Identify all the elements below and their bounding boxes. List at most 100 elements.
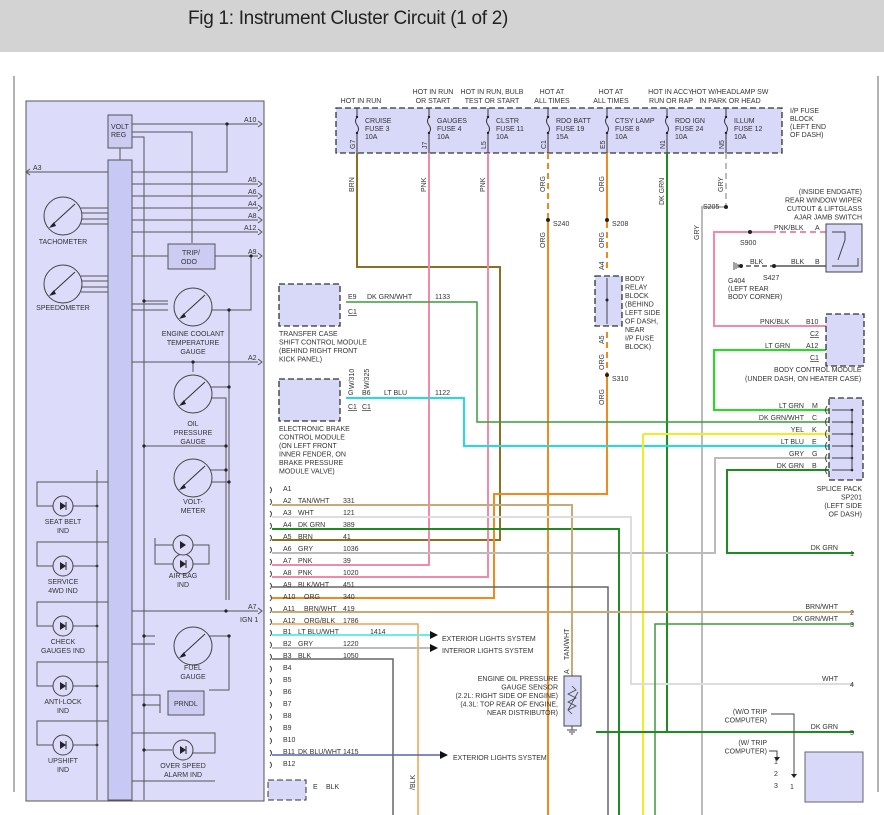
pin-id: A3 xyxy=(283,510,292,517)
vlabel-org-4: ORG xyxy=(599,232,606,248)
trip-odo-label-1: TRIP/ xyxy=(182,250,200,257)
splice-wire-color: DK GRN/WHT xyxy=(759,415,805,422)
splice-wire-color: YEL xyxy=(791,427,804,434)
gauge-needle-tip xyxy=(179,652,186,658)
pin-id: B4 xyxy=(283,665,292,672)
gauge-needle-icon xyxy=(180,633,206,657)
gauge-needle-tip xyxy=(179,400,186,406)
gauge-label: FUEL xyxy=(184,665,202,672)
gauge-needle-icon xyxy=(180,381,206,405)
splice-wire-color: GRY xyxy=(789,451,804,458)
relay-label-line: LEFT SIDE xyxy=(625,310,661,317)
fuse-dot xyxy=(724,115,728,119)
connector-icon xyxy=(269,701,272,709)
pin-id: B5 xyxy=(283,677,292,684)
wire-orgblk-a12 xyxy=(272,623,419,815)
diode-icon xyxy=(60,682,66,690)
pin-id: A1 xyxy=(283,486,292,493)
fuse-dot xyxy=(605,115,609,119)
fuse-icon xyxy=(546,116,550,134)
indicator-label: ALARM IND xyxy=(164,772,202,779)
pin-id: B2 xyxy=(283,641,292,648)
pin-a2: A2 xyxy=(248,355,257,362)
pin-id: A7 xyxy=(283,558,292,565)
pin-wire-color: PNK xyxy=(298,558,313,565)
wiper-label-line: REAR WINDOW WIPER xyxy=(785,198,862,205)
fuse-hot-1: HOT W/HEADLAMP SW xyxy=(692,89,769,96)
splice-label-line: (LEFT SIDE xyxy=(824,503,862,510)
gauge-needle-tip xyxy=(179,313,186,319)
connector-icon xyxy=(269,510,272,518)
connector-pin-b10: B10 xyxy=(269,737,296,745)
connector-icon xyxy=(269,761,272,769)
wiper-label-line: (INSIDE ENDGATE) xyxy=(799,189,862,196)
fuse-hot-1: HOT IN RUN, BULB xyxy=(461,89,524,96)
pin-circuit: 41 xyxy=(343,534,351,541)
pin-wire-color: GRY xyxy=(298,641,313,648)
bcm-label-2: (UNDER DASH, ON HEATER CASE) xyxy=(745,376,861,383)
connector-icon xyxy=(269,665,272,673)
splice-pin-id: G xyxy=(812,451,817,458)
pin-wire-color: DK GRN xyxy=(298,522,325,529)
ebcm-pin-g: G xyxy=(348,390,353,397)
pin-id: A2 xyxy=(283,498,292,505)
trip-odo-box xyxy=(167,243,216,270)
wiper-switch xyxy=(825,223,863,273)
connector-icon xyxy=(269,546,272,554)
pin-a10: A10 xyxy=(244,117,257,124)
fuse-hot-1: HOT AT xyxy=(599,89,624,96)
ebcm-pin-b6: B6 xyxy=(362,390,371,397)
indicator-wire xyxy=(36,720,108,746)
pin-wire-color: WHT xyxy=(298,510,315,517)
switch-icon xyxy=(832,231,859,267)
fuse-dot xyxy=(355,115,359,119)
gauge-label: ENGINE COOLANT xyxy=(162,331,225,338)
wire-tan-a2 xyxy=(272,504,573,680)
sensor-resistor-icon xyxy=(567,685,577,715)
pin-wire-color: DK BLU/WHT xyxy=(298,749,342,756)
fuse-block-label-3: (LEFT END xyxy=(790,124,826,131)
fuse-icon xyxy=(486,116,490,134)
ground-label-2: (LEFT REAR xyxy=(728,286,769,293)
fuse-dot xyxy=(427,131,431,135)
fuse-icon xyxy=(665,116,669,134)
connector-icon xyxy=(825,417,828,427)
indicator-label: 4WD IND xyxy=(48,588,78,595)
wire-ltgrn xyxy=(713,349,845,411)
vlabel-org-5: ORG xyxy=(599,354,606,370)
vlabel-pnk-2: PNK xyxy=(480,177,487,192)
pin-circuit: 1020 xyxy=(343,570,359,577)
pin-id: A6 xyxy=(283,546,292,553)
fuse-hot-1: HOT AT xyxy=(540,89,565,96)
pin-wire-color: ORG xyxy=(304,594,320,601)
fuse-pin: N5 xyxy=(719,140,726,149)
fuse-hot-2: ALL TIMES xyxy=(593,98,629,105)
splice-label-line: SPLICE PACK xyxy=(817,486,863,493)
output-number: 5 xyxy=(850,730,854,737)
wiper-switch-label: (INSIDE ENDGATE)REAR WINDOW WIPERCUTOUT … xyxy=(785,189,862,222)
gauge-needle-icon xyxy=(180,465,206,489)
tc-label-line: (BEHIND RIGHT FRONT xyxy=(279,348,358,355)
relay-label-line: RELAY xyxy=(625,285,648,292)
tc-circuit: 1133 xyxy=(435,294,450,301)
